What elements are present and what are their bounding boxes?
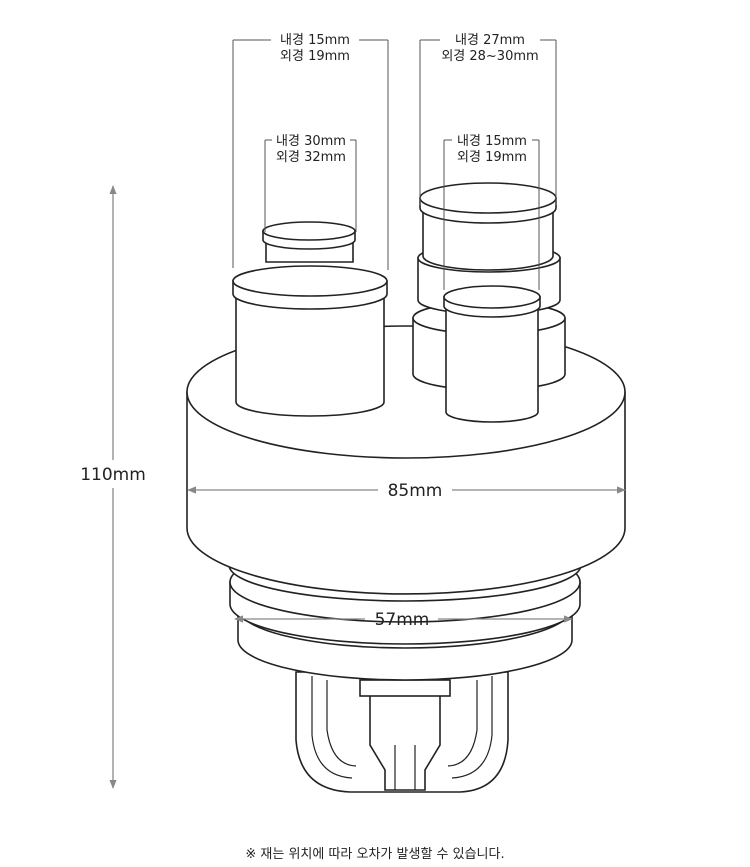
height-label: 110mm [80,465,146,485]
top-right-inner-label: 내경 27mm [455,33,525,48]
top-right-outer-label: 외경 28~30mm [441,49,538,64]
measurement-disclaimer: ※ 재는 위치에 따라 오차가 발생할 수 있습니다. [245,847,505,862]
top-left-outer-label: 외경 19mm [280,49,350,64]
mid-right-inner-label: 내경 15mm [457,134,527,149]
dimension-guides [232,39,557,290]
mid-left-outer-label: 외경 32mm [276,150,346,165]
pipe-front-left [232,265,388,417]
body-diameter-label: 85mm [388,481,443,501]
top-left-inner-label: 내경 15mm [280,33,350,48]
mid-right-outer-label: 외경 19mm [457,150,527,165]
bottom-bracket [295,671,509,793]
base-diameter-label: 57mm [375,610,430,630]
pipe-back-left [262,221,356,263]
pipe-mid-right [443,285,541,423]
mid-left-inner-label: 내경 30mm [276,134,346,149]
dimension-arrows [109,185,626,789]
pipe-top-right [419,182,557,271]
